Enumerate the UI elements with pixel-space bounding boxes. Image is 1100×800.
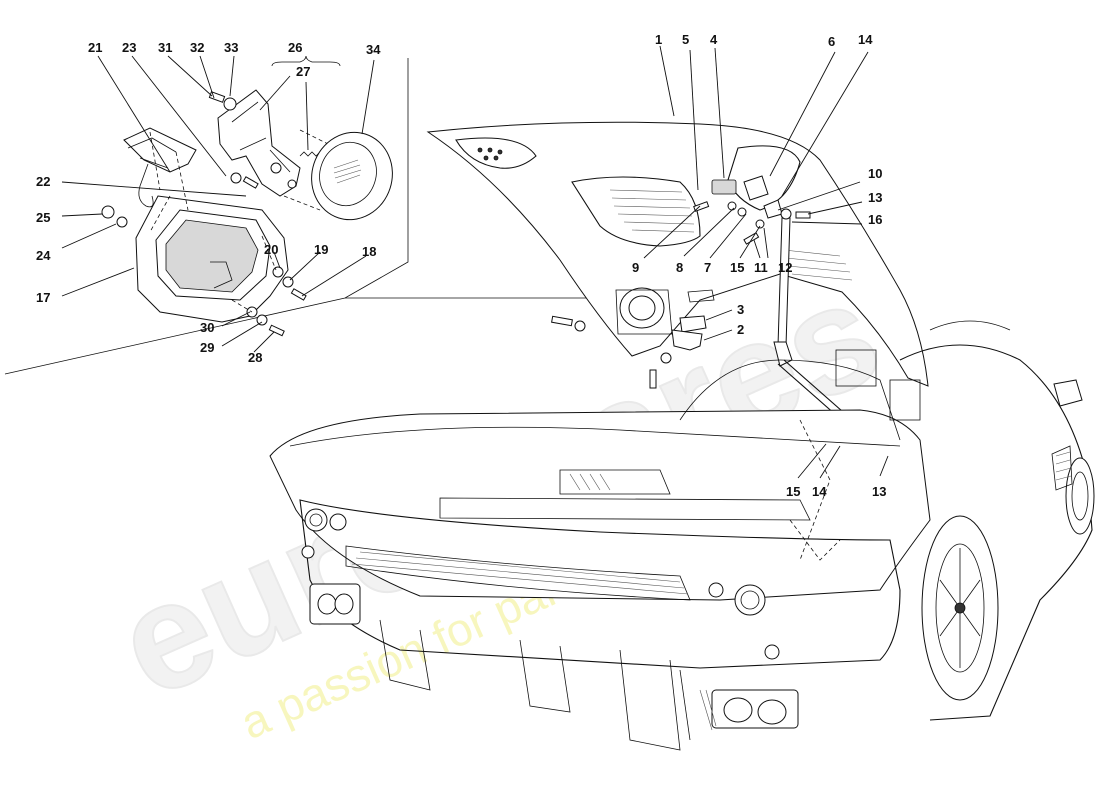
callout-14-lower: 14 <box>812 484 827 499</box>
callout-27: 27 <box>296 64 310 79</box>
callout-16: 16 <box>868 212 882 227</box>
callout-33: 33 <box>224 40 238 55</box>
car-body <box>269 320 1095 751</box>
callout-7: 7 <box>704 260 711 275</box>
callout-13-lower: 13 <box>872 484 886 499</box>
callout-13-upper: 13 <box>868 190 882 205</box>
callout-labels: 1 5 4 6 14 10 13 16 9 8 7 15 11 12 3 2 1… <box>36 32 886 499</box>
callout-14-upper: 14 <box>858 32 873 47</box>
callout-17: 17 <box>36 290 50 305</box>
callout-22: 22 <box>36 174 50 189</box>
callout-6: 6 <box>828 34 835 49</box>
callout-20: 20 <box>264 242 278 257</box>
callout-18: 18 <box>362 244 376 259</box>
callout-28: 28 <box>248 350 262 365</box>
callout-32: 32 <box>190 40 204 55</box>
callout-19: 19 <box>314 242 328 257</box>
callout-8: 8 <box>676 260 683 275</box>
inset-frame <box>4 58 623 375</box>
fuel-door-shape <box>311 131 393 221</box>
callout-23: 23 <box>122 40 136 55</box>
engine-lid-shape <box>426 121 929 387</box>
callout-26: 26 <box>288 40 302 55</box>
callout-5: 5 <box>682 32 689 47</box>
engine-lid <box>426 121 929 387</box>
callout-1: 1 <box>655 32 662 47</box>
callout-31: 31 <box>158 40 172 55</box>
callout-15-upper: 15 <box>730 260 744 275</box>
callout-29: 29 <box>200 340 214 355</box>
callout-11: 11 <box>754 260 768 275</box>
callout-24: 24 <box>36 248 51 263</box>
callout-21: 21 <box>88 40 102 55</box>
callout-4: 4 <box>710 32 718 47</box>
callout-9: 9 <box>632 260 639 275</box>
callout-12: 12 <box>778 260 792 275</box>
leader-lines <box>61 45 889 479</box>
lid-latch-parts <box>551 175 783 389</box>
callout-10: 10 <box>868 166 882 181</box>
callout-25: 25 <box>36 210 50 225</box>
rear-wing-shape <box>269 409 931 601</box>
callout-3: 3 <box>737 302 744 317</box>
callout-30: 30 <box>200 320 214 335</box>
callout-15-lower: 15 <box>786 484 800 499</box>
fuel-flap-inset <box>101 89 393 337</box>
callout-2: 2 <box>737 322 744 337</box>
callout-34: 34 <box>366 42 381 57</box>
